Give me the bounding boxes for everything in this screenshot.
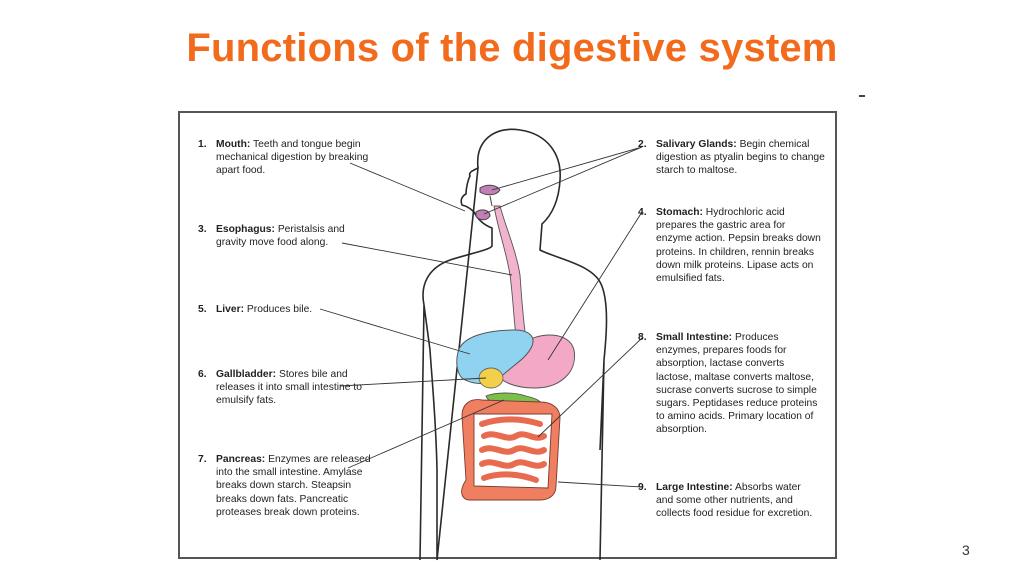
label-text: Absorbs water and some other nutrients, …: [656, 482, 813, 520]
label-text: Teeth and tongue begin mechanical digest…: [216, 139, 369, 177]
label-number: 6.: [198, 369, 207, 380]
slide-number: 3: [962, 542, 970, 558]
slide-title: Functions of the digestive system: [186, 26, 838, 70]
salivary-glands: [475, 184, 501, 221]
label-text: Hydrochloric acid prepares the gastric a…: [656, 207, 821, 285]
label-title: Large Intestine:: [656, 482, 733, 493]
label-mouth: 1. Mouth: Teeth and tongue begin mechani…: [198, 138, 386, 178]
label-large-intestine: 9. Large Intestine: Absorbs water and so…: [638, 481, 818, 521]
label-title: Stomach:: [656, 207, 703, 218]
label-number: 8.: [638, 332, 647, 343]
label-text: Enzymes are released into the small inte…: [216, 454, 371, 518]
label-text: Begin chemical digestion as ptyalin begi…: [656, 139, 825, 177]
label-title: Mouth:: [216, 139, 251, 150]
label-number: 9.: [638, 482, 647, 493]
decorative-dash: [859, 95, 865, 97]
label-text: Peristalsis and gravity move food along.: [216, 224, 345, 249]
label-title: Liver:: [216, 304, 245, 315]
label-title: Pancreas:: [216, 454, 266, 465]
label-number: 3.: [198, 224, 207, 235]
label-liver: 5. Liver: Produces bile.: [198, 303, 376, 316]
label-text: Produces bile.: [246, 304, 313, 315]
label-title: Esophagus:: [216, 224, 275, 235]
label-number: 1.: [198, 139, 207, 150]
label-number: 7.: [198, 454, 207, 465]
large-intestine: [461, 399, 561, 501]
label-title: Salivary Glands:: [656, 139, 737, 150]
label-title: Gallbladder:: [216, 369, 277, 380]
label-gallbladder: 6. Gallbladder: Stores bile and releases…: [198, 368, 378, 408]
liver: [456, 329, 534, 385]
label-number: 4.: [638, 207, 647, 218]
label-salivary-glands: 2. Salivary Glands: Begin chemical diges…: [638, 138, 826, 178]
label-small-intestine: 8. Small Intestine: Produces enzymes, pr…: [638, 331, 822, 437]
label-pancreas: 7. Pancreas: Enzymes are released into t…: [198, 453, 376, 519]
label-text: Produces enzymes, prepares foods for abs…: [656, 332, 818, 436]
label-text: Stores bile and releases it into small i…: [216, 369, 362, 407]
label-number: 2.: [638, 139, 647, 150]
small-intestine: [479, 416, 547, 483]
label-esophagus: 3. Esophagus: Peristalsis and gravity mo…: [198, 223, 376, 249]
label-stomach: 4. Stomach: Hydrochloric acid prepares t…: [638, 206, 824, 285]
label-number: 5.: [198, 304, 207, 315]
label-title: Small Intestine:: [656, 332, 733, 343]
leader-lines: [319, 146, 643, 488]
